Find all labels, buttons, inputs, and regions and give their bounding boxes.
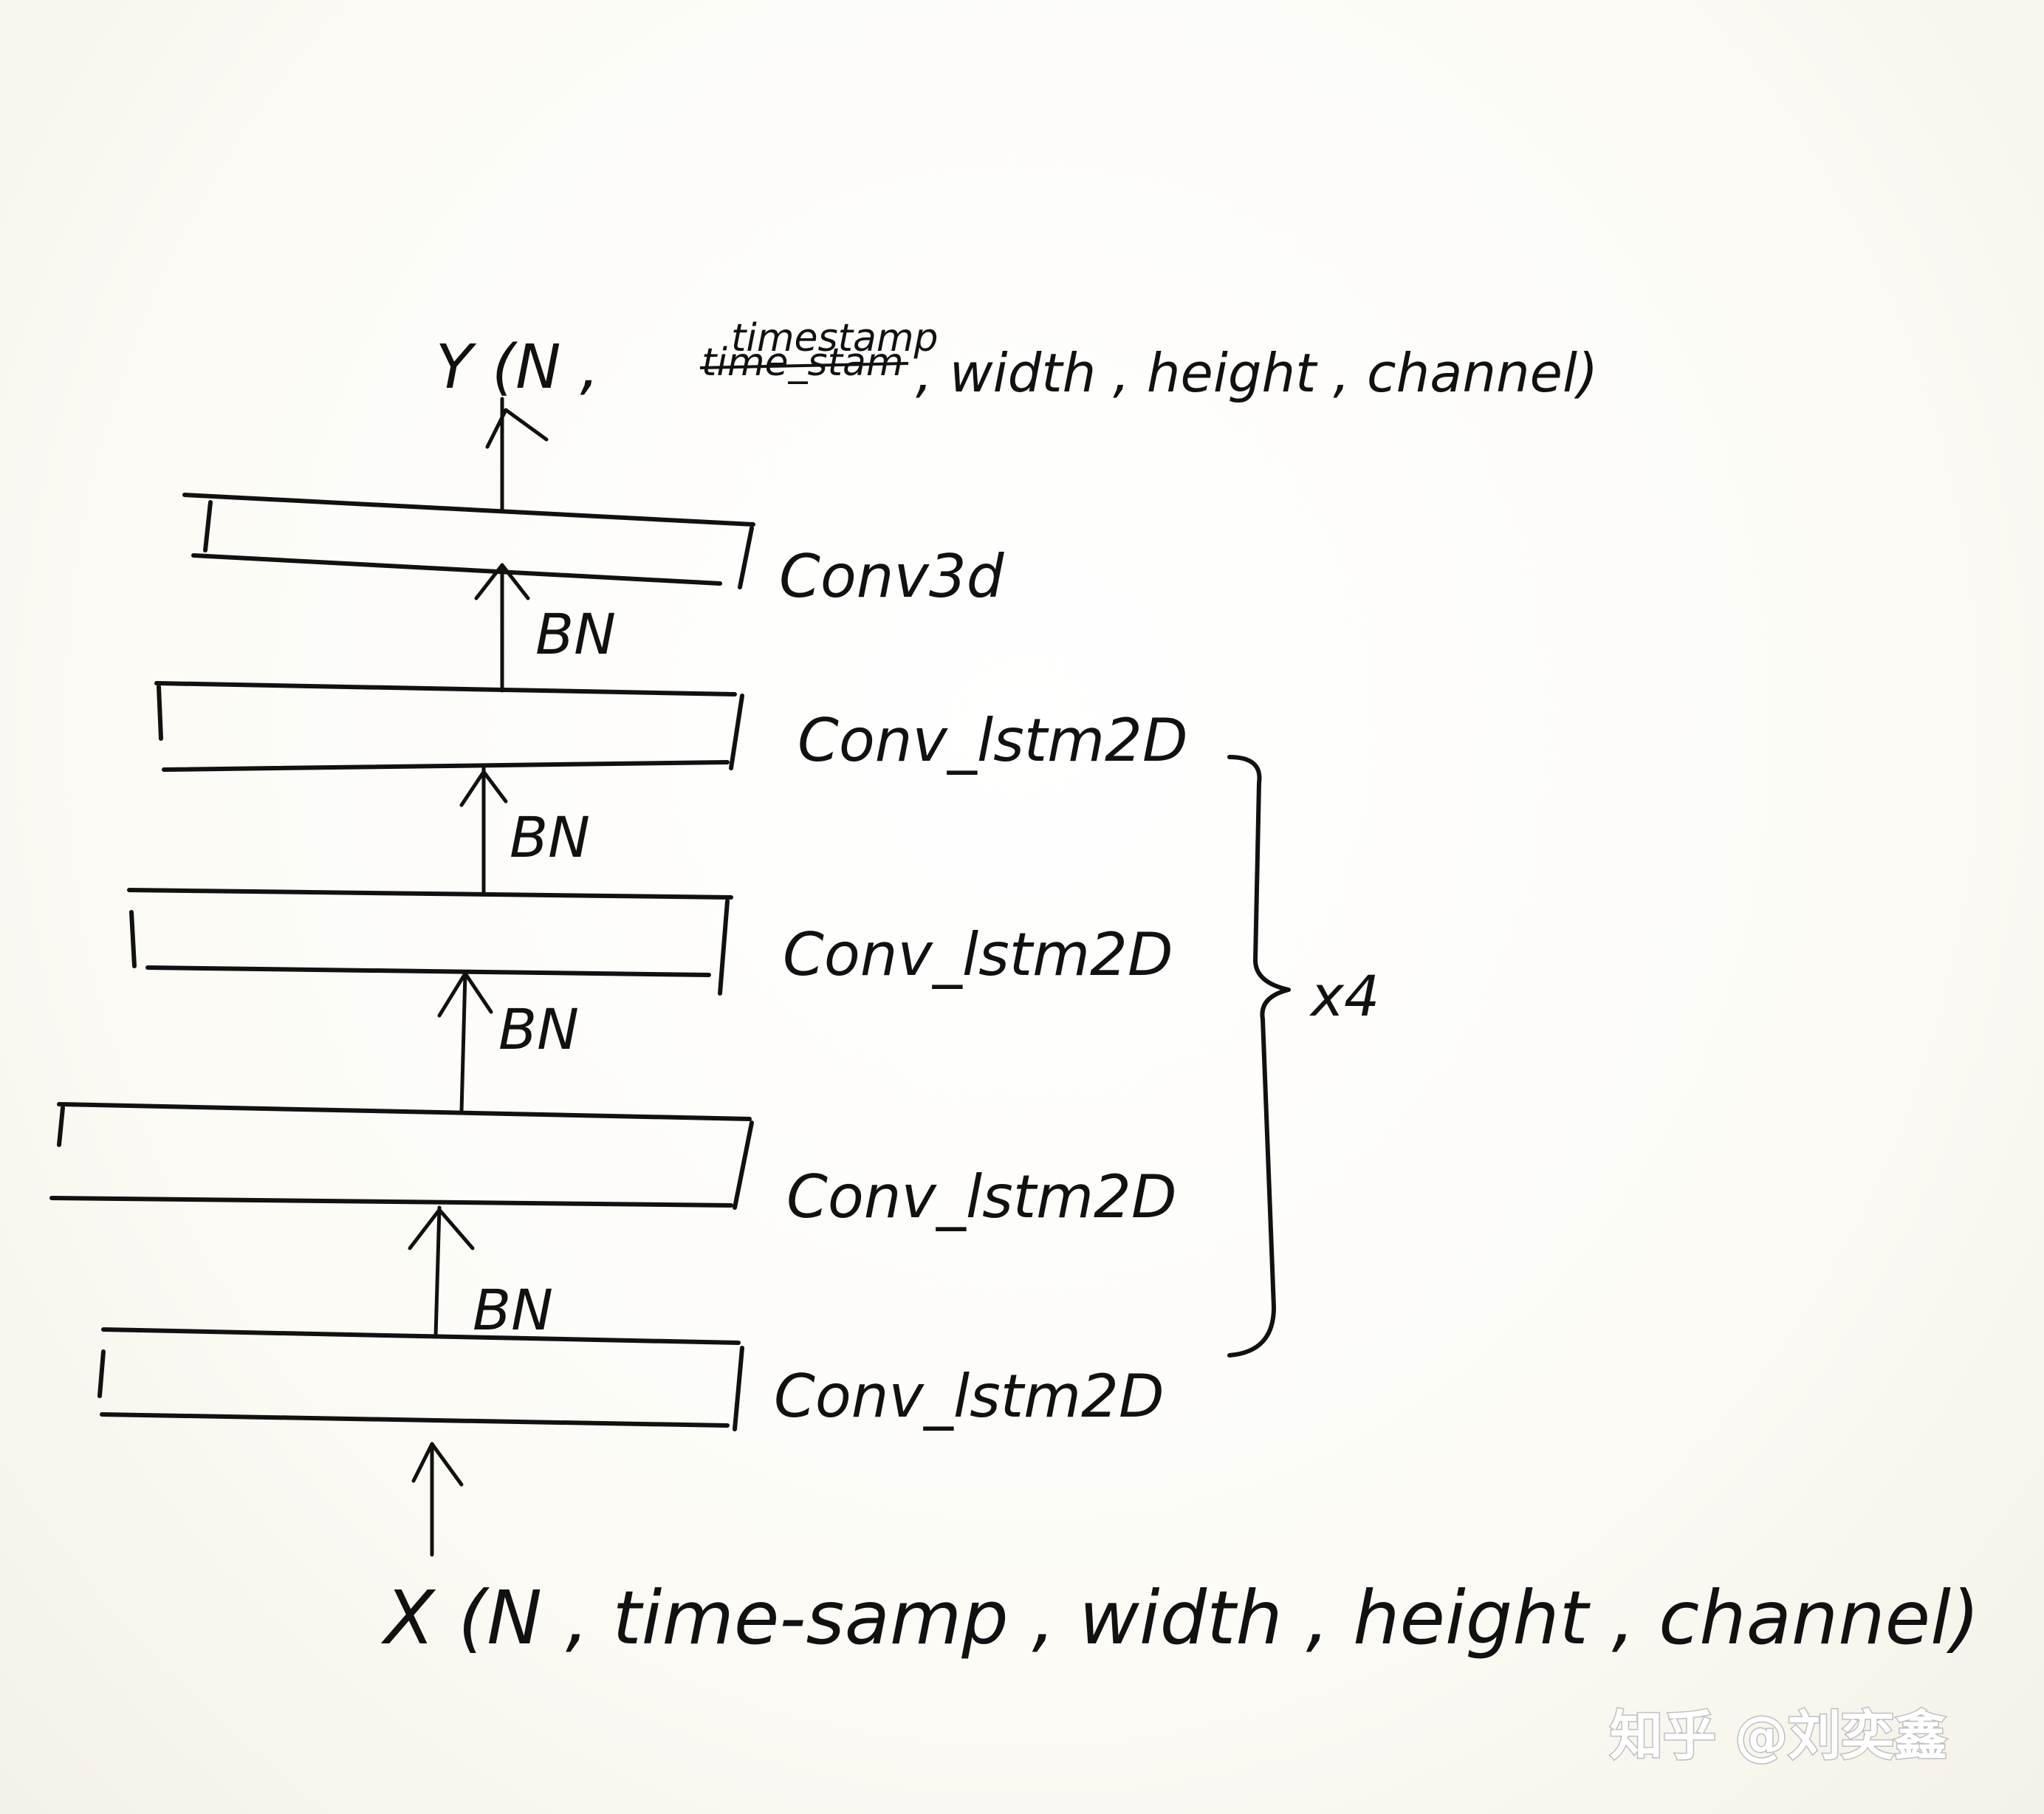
layer-box-4: Conv_lstm2D	[49, 1102, 1177, 1231]
layer-label-3: Conv_lstm2D	[783, 920, 1173, 989]
arrow-bn-3: BN	[437, 971, 579, 1114]
bn-label-2: BN	[510, 804, 590, 870]
watermark: 知乎 @刘奕鑫	[1610, 1705, 1947, 1767]
output-label-prefix: Y (N ,	[436, 332, 600, 403]
arrow-input	[411, 1442, 464, 1557]
arrow-bn-4: BN	[408, 1205, 553, 1343]
output-label-struck: time_stam	[702, 340, 903, 385]
layer-box-1: Conv3d	[182, 493, 1005, 611]
bn-label-3: BN	[498, 996, 579, 1062]
layer-box-2: Conv_lstm2D	[154, 681, 1188, 775]
layer-label-1: Conv3d	[779, 542, 1005, 611]
output-label-suffix: , width , height , channel)	[916, 342, 1598, 404]
output-label-correction: timestamp	[731, 316, 939, 360]
layer-label-4: Conv_lstm2D	[786, 1163, 1177, 1231]
repeat-label: x4	[1309, 963, 1379, 1029]
arrow-bn-1: BN	[474, 563, 616, 693]
layer-box-3: Conv_lstm2D	[127, 888, 1173, 996]
output-label: Y (N , time_stam timestamp , width , hei…	[436, 316, 1598, 404]
arrow-output	[485, 397, 549, 512]
bn-label-1: BN	[535, 601, 616, 667]
bn-label-4: BN	[473, 1277, 553, 1343]
arrow-bn-2: BN	[459, 766, 590, 894]
layer-box-5: Conv_lstm2D	[97, 1327, 1165, 1431]
input-label: X (N , time-samp , width , height , chan…	[380, 1575, 1980, 1661]
repeat-brace: x4	[1227, 755, 1379, 1358]
layer-label-5: Conv_lstm2D	[774, 1362, 1165, 1431]
strikethrough-line	[699, 362, 909, 369]
layer-label-2: Conv_lstm2D	[798, 706, 1188, 775]
